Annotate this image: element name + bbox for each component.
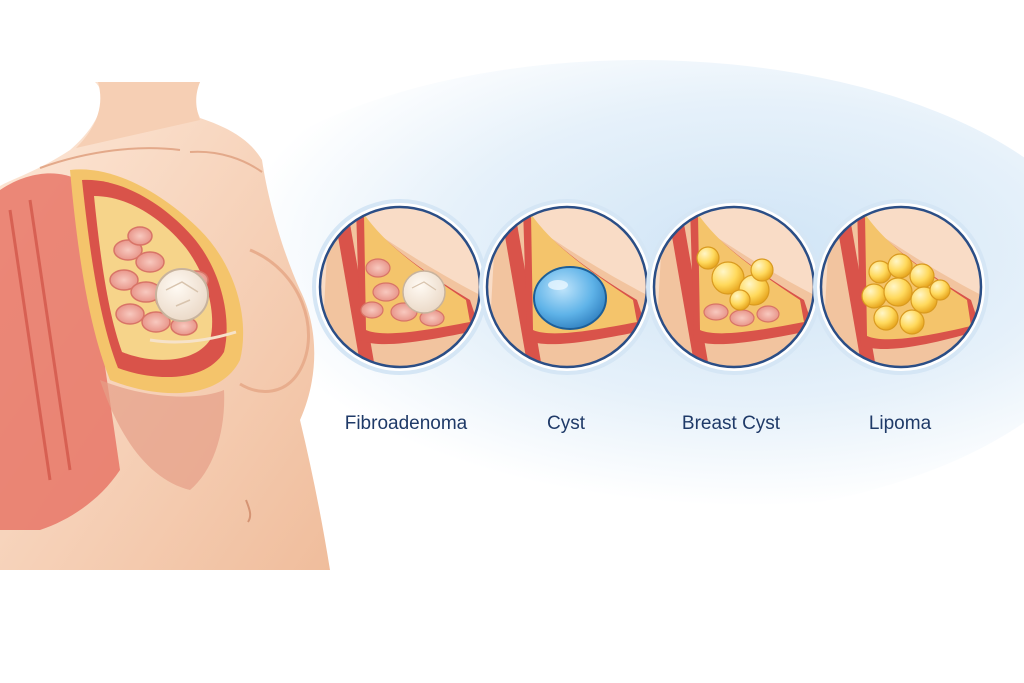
inset-breast-cyst bbox=[646, 199, 822, 375]
label-cyst: Cyst bbox=[547, 413, 585, 434]
label-fibroadenoma: Fibroadenoma bbox=[344, 413, 468, 434]
inset-lipoma bbox=[813, 199, 989, 375]
label-lipoma: Lipoma bbox=[868, 413, 932, 434]
inset-fibroadenoma bbox=[312, 199, 488, 375]
label-breast-cyst: Breast Cyst bbox=[681, 413, 781, 434]
torso-illustration bbox=[0, 82, 330, 570]
